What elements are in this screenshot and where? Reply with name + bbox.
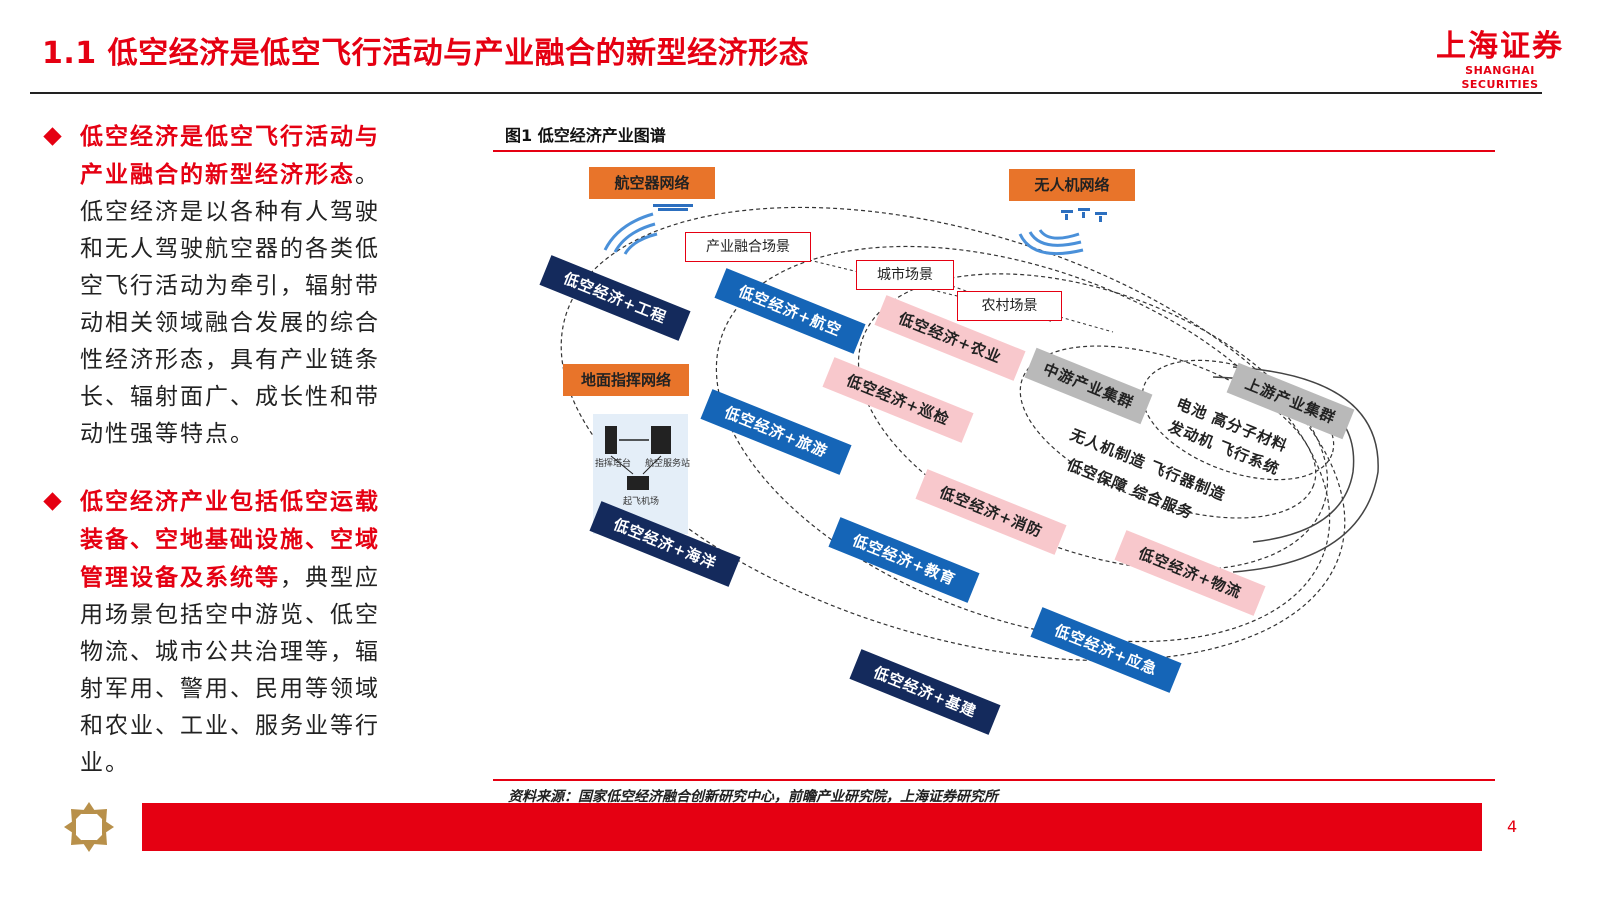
aircraft-network-box: 航空器网络 <box>589 167 715 199</box>
logo-text-cn: 上海证券 <box>1436 29 1564 64</box>
ground-network-icons <box>605 426 671 490</box>
bullet-highlight: 低空经济产业包括低空运载装备、空地基础设施、空域管理设备及系统等 <box>80 488 380 591</box>
scene-rural-box: 农村场景 <box>957 291 1062 321</box>
aircraft-icon <box>653 204 693 211</box>
bullet-item: 低空经济产业包括低空运载装备、空地基础设施、空域管理设备及系统等，典型应用场景包… <box>43 483 404 782</box>
bullet-text: ，典型应用场景包括空中游览、低空物流、城市公共治理等，辐射军用、警用、民用等领域… <box>80 565 380 776</box>
ground-network-box: 地面指挥网络 <box>563 364 689 396</box>
signal-waves-icon <box>603 212 658 255</box>
tower-icon <box>605 426 617 454</box>
title-divider <box>30 92 1542 94</box>
figure-bottom-rule <box>493 779 1495 781</box>
drone-icon <box>1061 208 1107 222</box>
bullet-list: 低空经济是低空飞行活动与产业融合的新型经济形态。低空经济是以各种有人驾驶和无人驾… <box>43 118 404 812</box>
middle-ellipse <box>715 245 1331 643</box>
drone-network-box: 无人机网络 <box>1009 169 1135 201</box>
ground-network-panel: 指挥塔台 航空服务站 起飞机场 <box>593 414 691 534</box>
page-title: 1.1 低空经济是低空飞行活动与产业融合的新型经济形态 <box>42 36 810 71</box>
industry-map-diagram: 航空器网络 无人机网络 地面指挥网络 指挥塔台 航空服务站 起飞机场 产业融合场… <box>493 152 1495 778</box>
airport-label: 起飞机场 <box>623 497 660 507</box>
building-icon <box>651 426 671 454</box>
command-tower-label: 指挥塔台 <box>595 459 632 469</box>
scene-industry-box: 产业融合场景 <box>685 232 811 262</box>
bullet-item: 低空经济是低空飞行活动与产业融合的新型经济形态。低空经济是以各种有人驾驶和无人驾… <box>43 118 404 453</box>
diamond-bullet-icon <box>43 127 62 146</box>
airport-icon <box>627 476 649 490</box>
footer-bar <box>142 803 1482 851</box>
page-number: 4 <box>1507 817 1518 836</box>
figure-title: 图1 低空经济产业图谱 <box>505 126 666 145</box>
bullet-highlight: 低空经济是低空飞行活动与产业融合的新型经济形态 <box>80 123 380 188</box>
brand-logo: 上海证券 SHANGHAI SECURITIES <box>1425 30 1575 92</box>
bullet-text: 。低空经济是以各种有人驾驶和无人驾驶航空器的各类低空飞行活动为牵引，辐射带动相关… <box>80 162 380 447</box>
signal-waves-icon <box>1018 229 1084 256</box>
diamond-bullet-icon <box>43 492 62 511</box>
company-emblem-icon <box>64 802 114 852</box>
solid-arc <box>1232 366 1379 573</box>
leader-line <box>1059 316 1114 333</box>
logo-text-en: SHANGHAI SECURITIES <box>1461 64 1539 91</box>
figure-top-rule <box>493 150 1495 152</box>
scene-city-box: 城市场景 <box>856 260 954 290</box>
figure-source: 资料来源：国家低空经济融合创新研究中心，前瞻产业研究院，上海证券研究所 <box>508 789 998 805</box>
service-station-label: 航空服务站 <box>645 459 691 469</box>
midstream-ellipse <box>1019 345 1317 519</box>
